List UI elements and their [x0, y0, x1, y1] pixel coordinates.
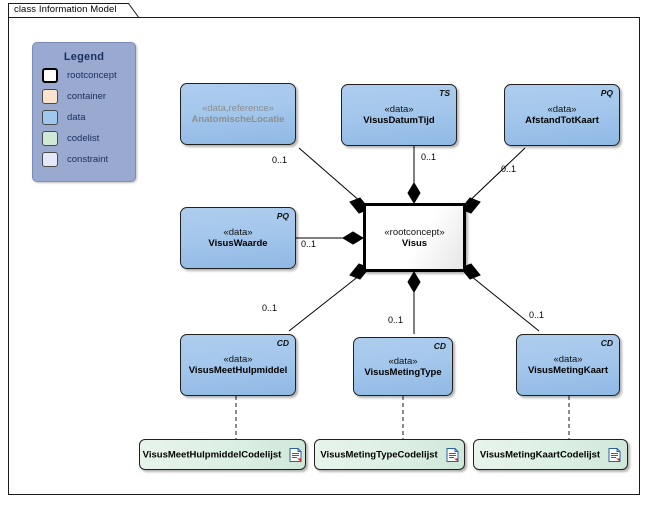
type-tag-visusmeethulpmiddel: CD — [276, 338, 289, 348]
class-node-visusdatumtijd[interactable]: TS «data» VisusDatumTijd — [341, 84, 457, 146]
class-name-anatomischelocatie: AnatomischeLocatie — [191, 114, 285, 125]
legend-label-container: container — [67, 91, 107, 102]
class-name-visusmetingtype: VisusMetingType — [364, 366, 442, 378]
class-name-visus: Visus — [401, 237, 428, 249]
stereotype-visusmeethulpmiddel: «data» — [223, 354, 253, 365]
stereotype-anatomischelocatie: «data,reference» — [202, 103, 274, 114]
legend-item-container: container — [42, 88, 135, 105]
document-icon — [289, 447, 302, 462]
codelist-name-visusmetingtypecodelijst: VisusMetingTypeCodelijst — [320, 449, 438, 460]
class-name-afstandtotkaart: AfstandTotKaart — [525, 115, 599, 126]
type-tag-visusdatumtijd: TS — [439, 88, 450, 98]
stereotype-visusmetingkaart: «data» — [553, 354, 583, 365]
codelist-node-visusmetingtypecodelijst[interactable]: VisusMetingTypeCodelijst — [314, 439, 465, 470]
legend-panel: Legend rootconcept container data codeli… — [32, 42, 136, 182]
class-name-visuswaarde: VisusWaarde — [208, 238, 268, 249]
type-tag-afstandtotkaart: PQ — [600, 88, 613, 98]
stereotype-visus: «rootconcept» — [384, 226, 445, 238]
legend-label-rootconcept: rootconcept — [67, 70, 117, 81]
multiplicity-anatomischelocatie: 0..1 — [272, 155, 288, 165]
stereotype-visusmetingtype: «data» — [388, 355, 418, 367]
legend-title: Legend — [63, 51, 105, 63]
codelist-name-visusmeethulpmiddelcodelijst: VisusMeetHulpmiddelCodelijst — [142, 449, 282, 460]
multiplicity-visuswaarde: 0..1 — [301, 239, 317, 249]
legend-item-constraint: constraint — [42, 151, 135, 168]
legend-item-rootconcept: rootconcept — [42, 67, 135, 84]
legend-label-data: data — [67, 112, 86, 123]
codelist-name-visusmetingkaartcodelijst: VisusMetingKaartCodelijst — [479, 449, 601, 460]
class-node-visusmetingtype[interactable]: CD «data» VisusMetingType — [353, 337, 453, 396]
class-node-visuswaarde[interactable]: PQ «data» VisusWaarde — [180, 207, 296, 269]
stereotype-afstandtotkaart: «data» — [547, 104, 577, 115]
class-node-afstandtotkaart[interactable]: PQ «data» AfstandTotKaart — [504, 84, 620, 146]
type-tag-visusmetingkaart: CD — [600, 338, 613, 348]
stereotype-visusdatumtijd: «data» — [384, 104, 414, 115]
tab-shape — [8, 3, 140, 19]
type-tag-visusmetingtype: CD — [433, 341, 446, 351]
legend-item-data: data — [42, 109, 135, 126]
codelist-node-visusmeethulpmiddelcodelijst[interactable]: VisusMeetHulpmiddelCodelijst — [139, 439, 306, 470]
multiplicity-visusdatumtijd: 0..1 — [421, 152, 437, 162]
legend-swatch-rootconcept — [42, 68, 58, 83]
document-icon — [608, 447, 621, 462]
legend-swatch-codelist — [42, 131, 58, 146]
document-icon — [446, 447, 459, 462]
legend-item-codelist: codelist — [42, 130, 135, 147]
codelist-node-visusmetingkaartcodelijst[interactable]: VisusMetingKaartCodelijst — [473, 439, 628, 470]
multiplicity-visusmeethulpmiddel: 0..1 — [262, 303, 278, 313]
class-name-visusmeethulpmiddel: VisusMeetHulpmiddel — [188, 365, 288, 376]
class-name-visusmetingkaart: VisusMetingKaart — [527, 365, 609, 376]
multiplicity-afstandtotkaart: 0..1 — [501, 164, 517, 174]
legend-label-codelist: codelist — [67, 133, 100, 144]
multiplicity-visusmetingkaart: 0..1 — [529, 310, 545, 320]
class-node-visus[interactable]: «rootconcept» Visus — [363, 203, 466, 272]
class-node-visusmeethulpmiddel[interactable]: CD «data» VisusMeetHulpmiddel — [180, 334, 296, 396]
class-node-visusmetingkaart[interactable]: CD «data» VisusMetingKaart — [516, 334, 620, 396]
class-name-visusdatumtijd: VisusDatumTijd — [363, 115, 435, 126]
legend-swatch-container — [42, 89, 58, 104]
diagram-tab-label: class Information Model — [14, 4, 117, 15]
multiplicity-visusmetingtype: 0..1 — [388, 315, 404, 325]
legend-swatch-data — [42, 110, 58, 125]
stereotype-visuswaarde: «data» — [223, 227, 253, 238]
legend-label-constraint: constraint — [67, 154, 109, 165]
class-node-anatomischelocatie[interactable]: «data,reference» AnatomischeLocatie — [180, 83, 296, 145]
legend-swatch-constraint — [42, 152, 58, 167]
diagram-tab — [8, 3, 140, 19]
type-tag-visuswaarde: PQ — [276, 211, 289, 221]
